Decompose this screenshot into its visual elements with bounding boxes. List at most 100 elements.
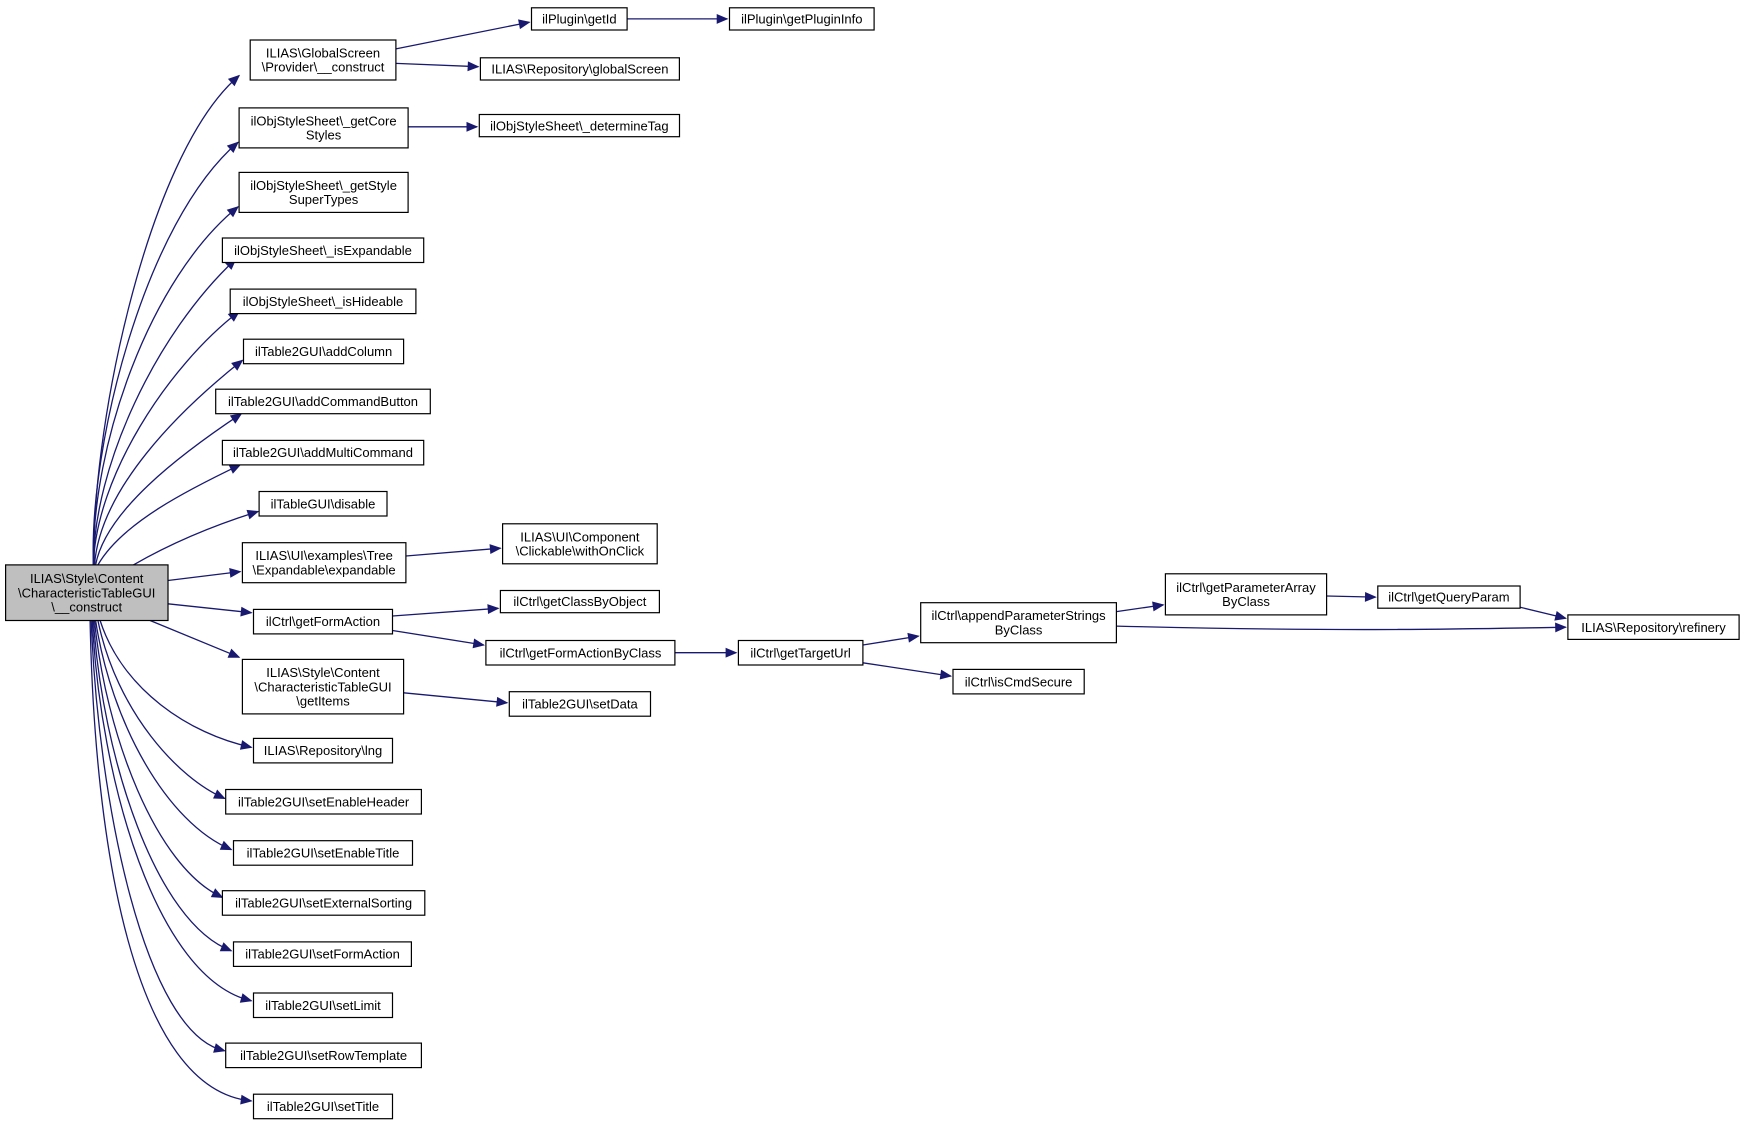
node-label-line: \__construct [51, 600, 122, 615]
edge-root-to-get_core_styles [92, 141, 239, 565]
edge-root-to-add_column [93, 359, 243, 565]
node-gs-construct[interactable]: ILIAS\GlobalScreen\Provider\__construct [249, 39, 397, 81]
edge-root-to-get_items [149, 619, 240, 658]
node-add-command-button[interactable]: ilTable2GUI\addCommandButton [215, 388, 431, 415]
node-tablegui-disable[interactable]: ilTableGUI\disable [258, 490, 388, 517]
node-label-line: ilCtrl\appendParameterStrings [932, 608, 1107, 623]
node-box [478, 113, 681, 138]
node-get-form-action[interactable]: ilCtrl\getFormAction [252, 608, 394, 635]
node-label-line: ilCtrl\getFormAction [266, 614, 380, 629]
node-label-line: ilCtrl\getTargetUrl [750, 645, 851, 660]
arrowhead-get_query_param [1364, 591, 1377, 602]
node-label-line: ILIAS\Style\Content [30, 571, 144, 586]
node-with-onclick[interactable]: ILIAS\UI\Component\Clickable\withOnClick [502, 523, 658, 565]
edge-get_form_action-to-get_form_action_by_class [392, 629, 484, 646]
node-plugin-getid[interactable]: ilPlugin\getId [530, 7, 628, 31]
edge-root-to-add_command_button [94, 413, 242, 566]
node-box [249, 39, 397, 81]
node-label-line: ILIAS\Repository\globalScreen [491, 62, 668, 77]
edge-root-to-gs_construct [93, 75, 240, 565]
node-add-column[interactable]: ilTable2GUI\addColumn [242, 338, 405, 365]
edge-gs_construct-to-plugin_getid [395, 21, 530, 50]
arrowhead-set_external_sorting [210, 888, 224, 898]
node-box [241, 542, 407, 584]
node-box [499, 589, 660, 614]
node-get-class-by-object[interactable]: ilCtrl\getClassByObject [499, 589, 660, 614]
node-repo-lng[interactable]: ILIAS\Repository\lng [252, 737, 394, 764]
node-box [920, 602, 1118, 644]
node-label-line: ilObjStyleSheet\_getCore [251, 113, 397, 128]
node-box [252, 737, 394, 764]
node-label-line: ilCtrl\getClassByObject [513, 594, 646, 609]
edge-get_form_action-to-get_class_by_object [392, 607, 499, 617]
node-label-line: ilObjStyleSheet\_isHideable [243, 294, 403, 309]
node-repo-refinery[interactable]: ILIAS\Repository\refinery [1567, 614, 1740, 641]
node-plugin-getinfo[interactable]: ilPlugin\getPluginInfo [728, 7, 875, 31]
node-set-row-template[interactable]: ilTable2GUI\setRowTemplate [225, 1042, 422, 1069]
arrowhead-add_column [231, 359, 244, 371]
arrowhead-set_enable_title [219, 840, 233, 851]
arrowhead-get_items [227, 648, 241, 658]
node-add-multi-command[interactable]: ilTable2GUI\addMultiCommand [221, 439, 425, 466]
node-box [502, 523, 658, 565]
node-label-line: ilTable2GUI\setTitle [267, 1099, 379, 1114]
node-box [952, 668, 1085, 695]
node-box [252, 608, 394, 635]
node-box [215, 388, 431, 415]
node-root[interactable]: ILIAS\Style\Content\CharacteristicTableG… [4, 564, 169, 622]
node-get-form-action-by-class[interactable]: ilCtrl\getFormActionByClass [485, 639, 676, 666]
node-label-line: ilObjStyleSheet\_determineTag [490, 118, 669, 133]
node-set-enable-header[interactable]: ilTable2GUI\setEnableHeader [225, 788, 422, 815]
arrowhead-tree_expandable [229, 568, 242, 578]
arrowhead-add_command_button [229, 412, 243, 424]
node-is-expandable[interactable]: ilObjStyleSheet\_isExpandable [221, 237, 425, 264]
node-label-line: ilCtrl\isCmdSecure [965, 674, 1073, 689]
edge-gs_construct-to-repo_globalscreen [395, 62, 479, 68]
node-box [232, 941, 412, 968]
node-label-line: SuperTypes [289, 192, 359, 207]
node-label-line: ILIAS\Style\Content [266, 665, 380, 680]
edge-get_target_url-to-is_cmd_secure [862, 662, 951, 677]
node-is-cmd-secure[interactable]: ilCtrl\isCmdSecure [952, 668, 1085, 695]
edge-root-to-add_multi_command [97, 464, 241, 566]
arrowhead-plugin_getid [518, 19, 531, 30]
arrowhead-get_target_url [725, 647, 738, 658]
node-set-form-action[interactable]: ilTable2GUI\setFormAction [232, 941, 412, 968]
node-set-enable-title[interactable]: ilTable2GUI\setEnableTitle [232, 840, 414, 866]
node-label-line: ilTable2GUI\setData [522, 697, 638, 712]
node-label-line: ilTable2GUI\setEnableHeader [238, 794, 410, 809]
node-label-line: ilCtrl\getQueryParam [1388, 590, 1509, 605]
edge-tree_expandable-to-with_onclick [405, 547, 501, 557]
node-box [479, 57, 680, 81]
node-tree-expandable[interactable]: ILIAS\UI\examples\Tree\Expandable\expand… [241, 542, 407, 584]
node-label-line: ilTableGUI\disable [271, 496, 376, 511]
node-set-external-sorting[interactable]: ilTable2GUI\setExternalSorting [221, 890, 426, 916]
node-get-query-param[interactable]: ilCtrl\getQueryParam [1377, 585, 1521, 609]
node-label-line: ILIAS\UI\Component [520, 529, 640, 544]
node-label-line: \Provider\__construct [262, 60, 385, 75]
node-determine-tag[interactable]: ilObjStyleSheet\_determineTag [478, 113, 681, 138]
node-get-items[interactable]: ILIAS\Style\Content\CharacteristicTableG… [241, 658, 405, 715]
node-label-line: ILIAS\Repository\lng [264, 743, 383, 758]
node-set-data[interactable]: ilTable2GUI\setData [508, 691, 652, 717]
node-box [258, 490, 388, 517]
node-box [1567, 614, 1740, 641]
arrowhead-get_style_supertypes [226, 205, 239, 218]
node-repo-globalscreen[interactable]: ILIAS\Repository\globalScreen [479, 57, 680, 81]
node-box [221, 237, 425, 264]
node-label-line: ilTable2GUI\addCommandButton [228, 394, 418, 409]
node-set-limit[interactable]: ilTable2GUI\setLimit [252, 992, 394, 1019]
node-is-hideable[interactable]: ilObjStyleSheet\_isHideable [229, 288, 417, 315]
edge-root-to-set_external_sorting [93, 620, 223, 898]
node-box [225, 788, 422, 815]
edge-root-to-tree_expandable [167, 570, 241, 582]
arrowhead-get_class_by_object [487, 604, 500, 614]
node-box [4, 564, 169, 622]
node-set-title[interactable]: ilTable2GUI\setTitle [252, 1093, 394, 1120]
node-get-target-url[interactable]: ilCtrl\getTargetUrl [737, 639, 864, 666]
